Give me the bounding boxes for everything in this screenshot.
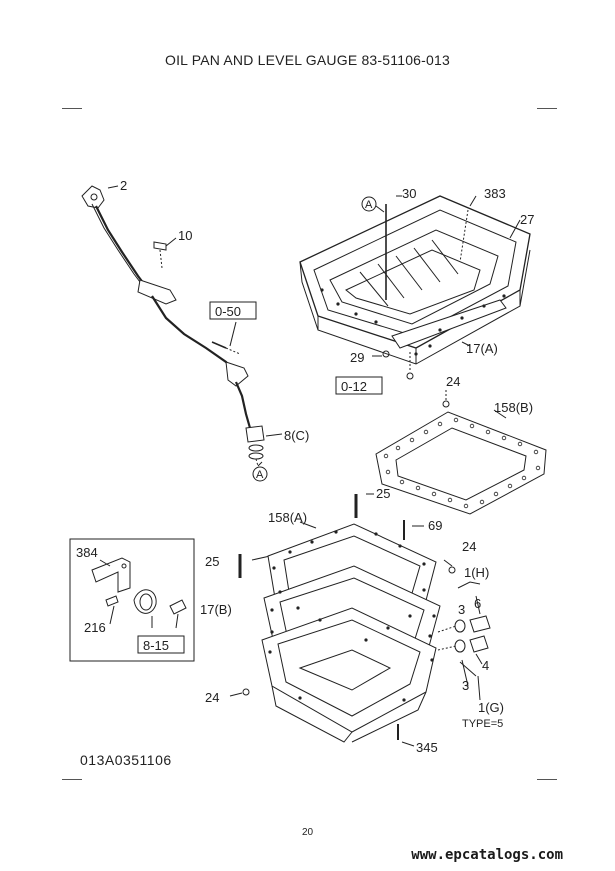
callout-345: 345 — [416, 740, 438, 755]
callout-10: 10 — [178, 228, 192, 243]
ref-a-gauge: A — [256, 469, 264, 481]
callout-216: 216 — [84, 620, 106, 635]
callout-1g: 1(G) — [478, 700, 504, 715]
callout-17a: 17(A) — [466, 341, 498, 356]
figure-code: 013A0351106 — [80, 752, 172, 768]
callout-27: 27 — [520, 212, 534, 227]
torque-box-8-15 — [137, 635, 185, 654]
callout-24-top: 24 — [446, 374, 460, 389]
callout-24-mid: 24 — [462, 539, 476, 554]
callout-8c: 8(C) — [284, 428, 309, 443]
upper-oil-pan-17a — [257, 195, 531, 467]
ref-circle-a — [361, 196, 377, 212]
callout-17b: 17(B) — [200, 602, 232, 617]
callout-158a: 158(A) — [268, 510, 307, 525]
torque-0-50: 0-50 — [215, 304, 241, 319]
callout-1h: 1(H) — [464, 565, 489, 580]
page-number: 20 — [301, 827, 314, 838]
callout-24-bottom: 24 — [205, 690, 219, 705]
torque-box-0-50 — [209, 301, 257, 320]
torque-box-0-12 — [335, 376, 383, 395]
margin-rule — [62, 108, 82, 109]
torque-8-15: 8-15 — [143, 638, 169, 653]
torque-0-12: 0-12 — [341, 379, 367, 394]
ref-circle-a — [252, 466, 268, 482]
level-gauge-assembly — [81, 185, 283, 467]
gasket-158b — [375, 390, 547, 515]
callout-69: 69 — [428, 518, 442, 533]
callout-158b: 158(B) — [494, 400, 533, 415]
bracket-inset — [69, 538, 195, 662]
callout-29: 29 — [350, 350, 364, 365]
callout-6: 6 — [474, 596, 481, 611]
page-title: OIL PAN AND LEVEL GAUGE 83-51106-013 — [164, 52, 450, 68]
callout-25-top: 25 — [376, 486, 390, 501]
type-note: TYPE=5 — [462, 718, 503, 730]
callout-30: 30 — [402, 186, 416, 201]
callout-384: 384 — [76, 545, 98, 560]
watermark: www.epcatalogs.com — [411, 847, 563, 863]
ref-a-pan: A — [365, 199, 373, 211]
callout-25-left: 25 — [205, 554, 219, 569]
lower-oil-pan-assembly — [229, 493, 491, 747]
callout-3-lower: 3 — [462, 678, 469, 693]
margin-rule — [537, 108, 557, 109]
margin-rule — [537, 779, 557, 780]
callout-3-upper: 3 — [458, 602, 465, 617]
callout-2: 2 — [120, 178, 127, 193]
callout-4: 4 — [482, 658, 489, 673]
callout-383: 383 — [484, 186, 506, 201]
margin-rule — [62, 779, 82, 780]
